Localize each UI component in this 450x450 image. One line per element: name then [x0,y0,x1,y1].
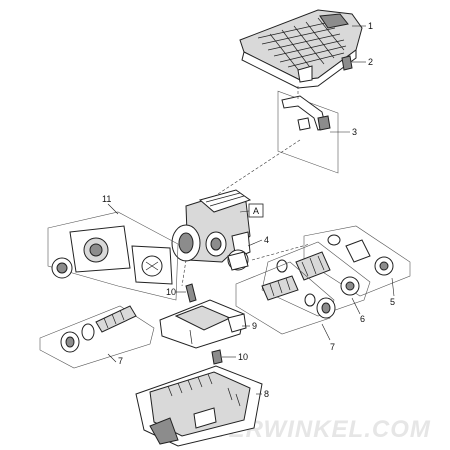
reference-box-a [248,203,264,218]
clip-part-10-upper [185,283,197,303]
nut-left [51,257,73,279]
hose-tail-right [261,275,336,319]
group-box-7-left [39,305,155,369]
label-7-left: 7 [118,356,123,366]
motor-housing [171,189,252,263]
label-1: 1 [368,21,373,31]
label-2: 2 [368,57,373,67]
label-10-lower: 10 [238,352,248,362]
label-7-right: 7 [330,342,335,352]
label-4: 4 [264,235,269,245]
assembly-line [181,259,187,287]
label-11: 11 [102,194,111,204]
fitting-set-6 [327,234,394,276]
label-3: 3 [352,127,357,137]
filter-plate-right [131,245,173,285]
assembly-line [251,243,311,261]
assembly-line [211,139,301,199]
leader-6 [351,297,361,315]
label-5: 5 [390,297,395,307]
clip-part-2 [341,55,353,71]
base-bracket-part-9 [159,299,247,349]
filter-plate-left [69,225,131,273]
group-box-11 [47,211,179,301]
cover-part-1 [239,9,363,89]
label-9: 9 [252,321,257,331]
group-box-5 [261,241,371,317]
hose-tail-left [60,305,137,353]
clip-part-10-lower [211,349,223,365]
base-tray-part-8 [135,365,263,447]
label-a: A [253,206,259,216]
group-box-7-right [235,261,335,335]
label-10-upper: 10 [166,287,176,297]
leader-11 [107,203,119,215]
fitting-set-5 [276,251,360,296]
label-8: 8 [264,389,269,399]
label-6: 6 [360,314,365,324]
connector-part-4 [227,249,249,271]
leader-7-right [321,323,331,341]
leader-4 [247,239,263,247]
leader-7-left [107,353,117,363]
bracket-part-3 [281,95,331,131]
leader-5 [391,277,395,297]
leader-a [239,210,250,213]
